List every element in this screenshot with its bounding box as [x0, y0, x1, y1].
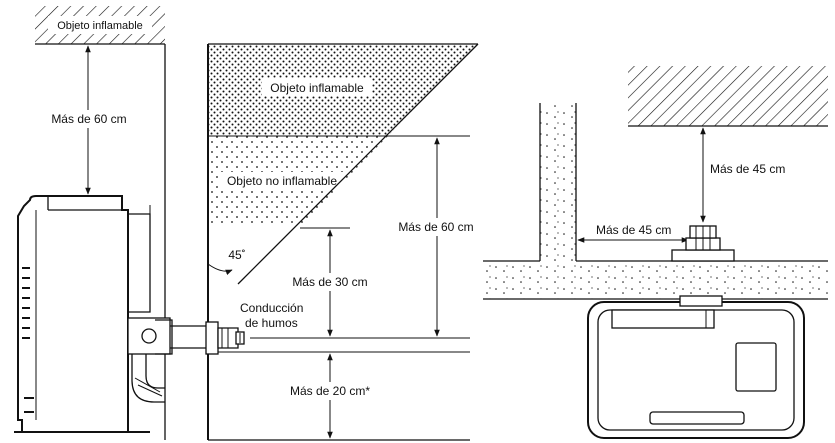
- label-mid-right-vertical: Más de 60 cm: [398, 220, 473, 234]
- label-angle: 45˚: [228, 248, 245, 262]
- ceiling-hatch-right: [628, 66, 828, 126]
- label-bottom-20: Más de 20 cm*: [290, 384, 370, 398]
- label-flammable-top: Objeto inflamable: [57, 20, 143, 32]
- right-section: Más de 45 cm Más de 45 cm: [483, 66, 828, 439]
- side-wall-speckled: [540, 103, 576, 261]
- angle-45-line: [237, 43, 479, 285]
- label-right-vertical: Más de 45 cm: [710, 162, 785, 176]
- left-section: Objeto inflamable Más de 60 cm: [14, 6, 210, 440]
- exhaust-terminal: [205, 321, 245, 355]
- floor-slab-speckled: [483, 261, 828, 299]
- heater-unit-below: [587, 295, 805, 439]
- label-exhaust-line2: de humos: [245, 316, 298, 330]
- label-mid-30: Más de 30 cm: [292, 275, 367, 289]
- label-flammable-triangle: Objeto inflamable: [270, 81, 364, 95]
- label-right-horizontal: Más de 45 cm: [596, 223, 671, 237]
- heater-side-view: [14, 195, 210, 433]
- middle-section: Objeto inflamable Objeto no inflamable 4…: [205, 43, 480, 441]
- flue-terminal-top: [671, 225, 735, 262]
- label-left-vertical: Más de 60 cm: [51, 112, 126, 126]
- label-non-flammable: Objeto no inflamable: [227, 174, 337, 188]
- heater-grille: [22, 267, 30, 339]
- label-exhaust-line1: Conducción: [240, 301, 303, 315]
